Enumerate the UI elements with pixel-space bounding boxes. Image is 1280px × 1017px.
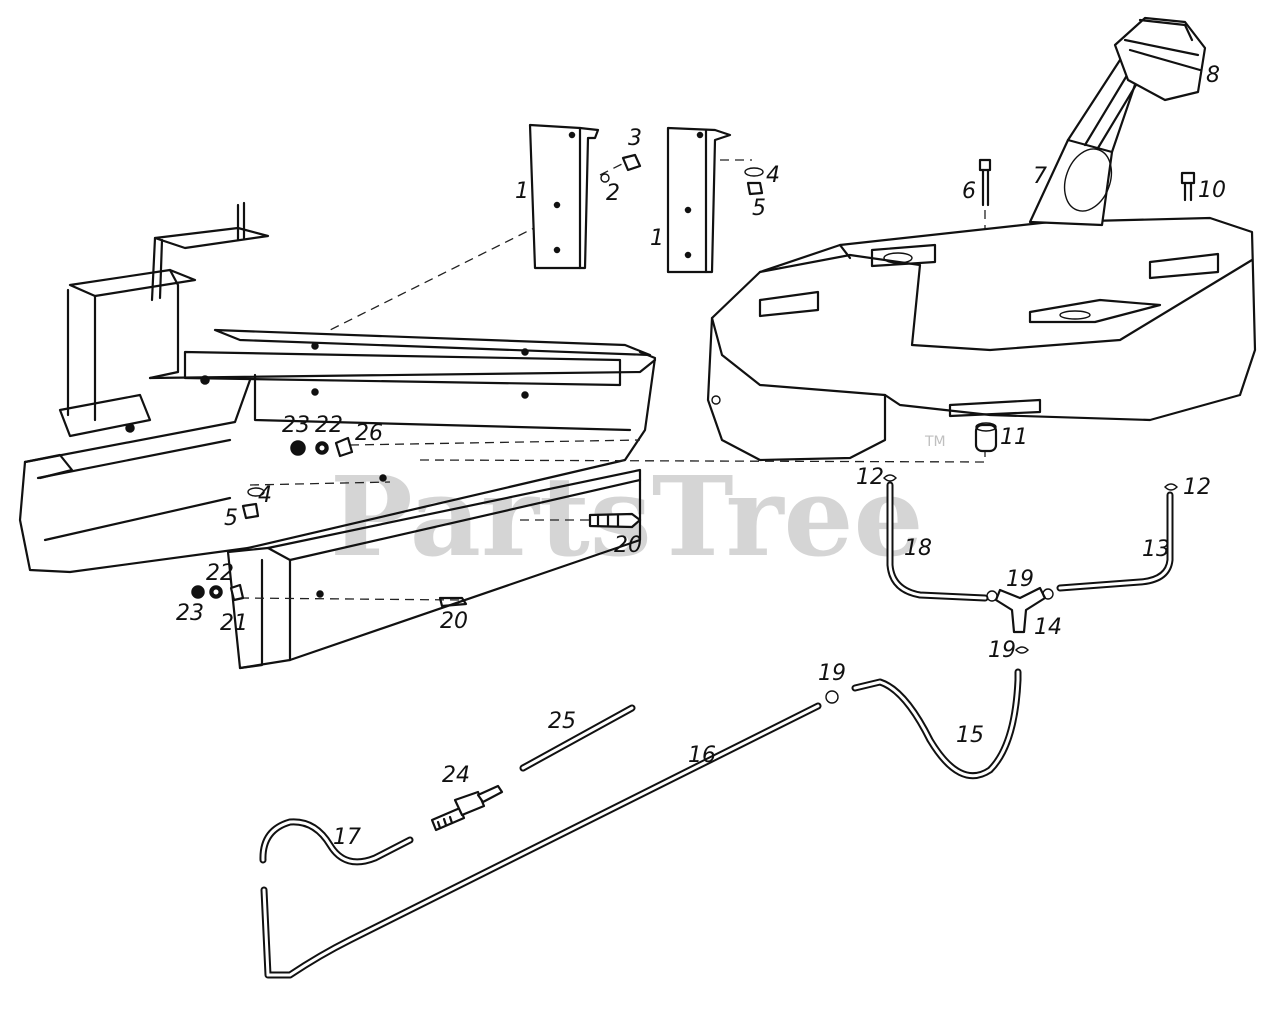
bracket-left — [528, 123, 600, 270]
callout-8: 8 — [1206, 63, 1220, 88]
callout-14: 14 — [1034, 615, 1062, 640]
hose-clamps — [825, 474, 1178, 704]
callout-22-upper: 22 — [315, 413, 343, 438]
bolt-10 — [1180, 171, 1196, 202]
callout-19-top: 19 — [1006, 567, 1034, 592]
callout-23-lower: 23 — [176, 601, 204, 626]
callout-20-lower: 20 — [440, 609, 468, 634]
callout-2: 2 — [606, 181, 620, 206]
callout-15: 15 — [956, 723, 984, 748]
hardware-upper — [600, 153, 764, 196]
y-connector — [986, 586, 1054, 634]
fuel-fitting — [430, 784, 504, 832]
callout-16: 16 — [688, 743, 716, 768]
callout-4-lower: 4 — [258, 483, 272, 508]
callout-5-lower: 5 — [224, 506, 238, 531]
callout-7: 7 — [1033, 164, 1047, 189]
bracket-right — [666, 126, 732, 274]
callout-24: 24 — [442, 763, 470, 788]
callout-11: 11 — [1000, 425, 1028, 450]
trademark-text: TM — [924, 434, 946, 450]
callout-22-lower: 22 — [206, 561, 234, 586]
spacer-11 — [974, 422, 998, 453]
callout-6: 6 — [962, 179, 976, 204]
callout-1-right: 1 — [650, 226, 664, 251]
callouts: 1 1 2 3 4 5 6 7 8 10 11 12 12 13 14 15 1… — [176, 63, 1226, 850]
callout-26: 26 — [355, 421, 383, 446]
fuel-lines — [259, 481, 1174, 979]
callout-13: 13 — [1142, 537, 1170, 562]
bolt-6 — [978, 158, 992, 207]
hardware-frame — [191, 436, 642, 608]
callout-25: 25 — [548, 709, 576, 734]
fuel-tank — [706, 216, 1257, 462]
callout-17: 17 — [333, 825, 361, 850]
callout-10: 10 — [1198, 178, 1226, 203]
callout-19-mid: 19 — [988, 638, 1016, 663]
callout-4-upper: 4 — [766, 163, 780, 188]
callout-23-upper: 23 — [282, 413, 310, 438]
callout-5-upper: 5 — [752, 196, 766, 221]
callout-1-left: 1 — [515, 179, 529, 204]
callout-21: 21 — [220, 611, 248, 636]
fuel-gauge-sender — [1028, 16, 1207, 227]
callout-12-right: 12 — [1183, 475, 1211, 500]
callout-19-left: 19 — [818, 661, 846, 686]
callout-12-left: 12 — [856, 465, 884, 490]
callout-20-upper: 20 — [614, 533, 642, 558]
callout-18: 18 — [904, 536, 932, 561]
callout-3: 3 — [628, 126, 642, 151]
frame-assembly — [18, 201, 657, 670]
